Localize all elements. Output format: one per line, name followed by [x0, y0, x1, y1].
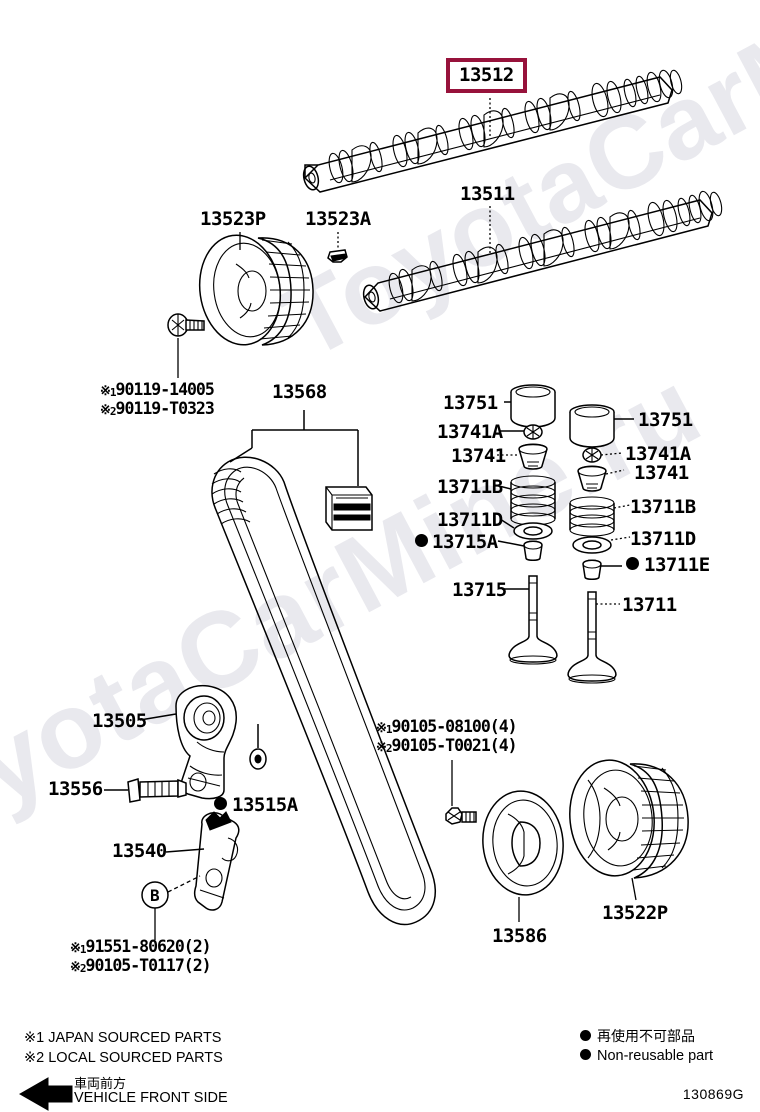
valve-lifter-13751-exhaust-drawing — [569, 404, 615, 448]
part-number-13505[interactable]: 13505 — [92, 710, 147, 732]
legend-non-reusable-jp: 再使用不可部品 — [580, 1026, 695, 1046]
note-mark-1: ※ — [70, 941, 81, 956]
crank-pulley-13522P-drawing — [569, 759, 689, 879]
part-number-13568[interactable]: 13568 — [272, 381, 327, 403]
note-mark-1-sub: 1 — [79, 943, 87, 956]
non-reusable-bullet-icon — [580, 1049, 591, 1060]
non-reusable-bullet-icon — [580, 1030, 591, 1041]
part-number-13511[interactable]: 13511 — [460, 183, 515, 205]
camshaft-13511-drawing — [362, 190, 723, 312]
note-text-2: 90105-T0117(2) — [85, 956, 212, 975]
note-text-1: 91551-80620(2) — [85, 937, 212, 956]
tensioner-13505-drawing — [175, 684, 237, 800]
non-reusable-bullet-13515A — [214, 797, 227, 810]
part-number-13741-intake[interactable]: 13741 — [451, 445, 506, 467]
part-number-13711E[interactable]: 13711E — [644, 554, 710, 576]
part-number-13751-intake[interactable]: 13751 — [443, 392, 498, 414]
part-number-13515A[interactable]: 13515A — [232, 794, 298, 816]
legend-local-sourced: ※2 LOCAL SOURCED PARTS — [24, 1050, 223, 1066]
oil-seal-13711E-drawing — [582, 559, 602, 580]
valve-spring-13711B-intake-drawing — [510, 475, 556, 526]
timing-belt-13568-drawing — [211, 456, 437, 926]
note-bolt-91551[interactable]: ※191551-80620(2) ※290105-T0117(2) — [70, 937, 212, 975]
legend-non-reusable-en: Non-reusable part — [580, 1048, 713, 1064]
oil-seal-13715A-drawing — [523, 540, 543, 561]
valve-lifter-13751-intake-drawing — [510, 384, 556, 428]
part-number-13711D-intake[interactable]: 13711D — [437, 509, 503, 531]
part-number-13711B-exhaust[interactable]: 13711B — [630, 496, 696, 518]
non-reusable-bullet-13715A — [415, 534, 428, 547]
part-number-13741A-exhaust[interactable]: 13741A — [625, 443, 691, 465]
part-number-13715A[interactable]: 13715A — [432, 531, 498, 553]
note-bolt-90119[interactable]: ※190119-14005 ※290119-T0323 — [100, 380, 215, 418]
legend-japan-sourced: ※1 JAPAN SOURCED PARTS — [24, 1030, 222, 1046]
part-number-13540[interactable]: 13540 — [112, 840, 167, 862]
part-number-13523A[interactable]: 13523A — [305, 208, 371, 230]
exhaust-valve-13711-drawing — [567, 591, 617, 684]
intake-valve-13715-drawing — [508, 575, 558, 665]
note-mark-2: ※ — [70, 960, 81, 975]
note-mark-1-sub: 1 — [385, 723, 393, 736]
legend-non-reusable-jp-text: 再使用不可部品 — [597, 1029, 695, 1045]
diagram-id: 130869G — [682, 1086, 744, 1102]
spring-retainer-13741-exhaust-drawing — [577, 465, 607, 492]
note-text-1: 90119-14005 — [115, 380, 215, 399]
part-number-13512: 13512 — [459, 64, 514, 86]
note-text-2: 90105-T0021(4) — [391, 736, 518, 755]
part-number-13523P[interactable]: 13523P — [200, 208, 266, 230]
spring-retainer-13741-intake-drawing — [518, 443, 548, 470]
note-mark-2-sub: 2 — [385, 742, 393, 755]
bolt-90119-drawing — [167, 313, 205, 337]
part-number-13711[interactable]: 13711 — [622, 594, 677, 616]
note-text-1: 90105-08100(4) — [391, 717, 518, 736]
note-mark-2-sub: 2 — [79, 962, 87, 975]
spring-seat-13711D-exhaust-drawing — [572, 536, 612, 554]
timing-gear-13523P-drawing — [198, 234, 314, 346]
legend-non-reusable-en-text: Non-reusable part — [597, 1048, 714, 1064]
callout-balloon-b-label[interactable]: B — [150, 886, 160, 905]
vehicle-front-en: VEHICLE FRONT SIDE — [74, 1090, 228, 1106]
part-number-13741-exhaust[interactable]: 13741 — [634, 462, 689, 484]
vehicle-front-jp: 車両前方 — [74, 1077, 127, 1092]
pulley-plate-13586-drawing — [482, 790, 564, 896]
non-reusable-bullet-13711E — [626, 557, 639, 570]
spring-seat-13711D-intake-drawing — [513, 522, 553, 540]
part-number-13556[interactable]: 13556 — [48, 778, 103, 800]
valve-spring-13711B-exhaust-drawing — [569, 496, 615, 537]
note-mark-1-sub: 1 — [109, 386, 117, 399]
note-mark-2-sub: 2 — [109, 405, 117, 418]
belt-section-detail — [325, 486, 373, 531]
camshaft-13512-drawing — [302, 69, 683, 193]
part-number-13711D-exhaust[interactable]: 13711D — [630, 528, 696, 550]
part-number-13586[interactable]: 13586 — [492, 925, 547, 947]
part-number-13522P[interactable]: 13522P — [602, 902, 668, 924]
vehicle-front-arrow — [18, 1077, 73, 1111]
washer-13515A-drawing — [249, 748, 267, 770]
part-label-13512-highlight[interactable]: 13512 — [446, 58, 527, 93]
note-bolt-90105[interactable]: ※190105-08100(4) ※290105-T0021(4) — [376, 717, 518, 755]
note-mark-1: ※ — [100, 384, 111, 399]
note-mark-2: ※ — [376, 740, 387, 755]
valve-keeper-13741A-intake-drawing — [523, 424, 543, 440]
part-number-13715[interactable]: 13715 — [452, 579, 507, 601]
part-number-13741A-intake[interactable]: 13741A — [437, 421, 503, 443]
part-number-13751-exhaust[interactable]: 13751 — [638, 409, 693, 431]
valve-keeper-13741A-exhaust-drawing — [582, 447, 602, 463]
bolt-90105-drawing — [445, 807, 477, 825]
bolt-13556-drawing — [127, 778, 187, 803]
note-mark-2: ※ — [100, 403, 111, 418]
part-number-13711B-intake[interactable]: 13711B — [437, 476, 503, 498]
damper-13540-drawing — [193, 811, 240, 911]
note-mark-1: ※ — [376, 721, 387, 736]
camshaft-pin-13523A-drawing — [327, 249, 348, 263]
note-text-2: 90119-T0323 — [115, 399, 215, 418]
